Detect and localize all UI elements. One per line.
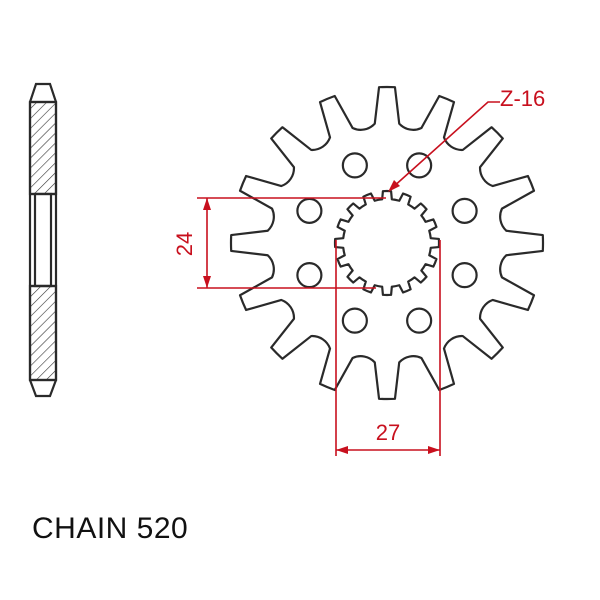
side-profile-hatch-top xyxy=(28,100,58,196)
arrow-down xyxy=(203,276,211,288)
bolt-hole xyxy=(296,197,323,224)
arrow-up xyxy=(203,198,211,210)
bolt-hole xyxy=(296,262,323,289)
dimension-height: 24 xyxy=(172,197,386,289)
spline-bore xyxy=(333,189,441,297)
teeth-count-leader: Z-16 xyxy=(388,86,545,192)
side-profile-hatch-bottom xyxy=(28,284,58,382)
teeth-count-label: Z-16 xyxy=(500,86,545,111)
sprocket-front-view xyxy=(229,85,545,401)
leader-line xyxy=(391,101,500,189)
chain-size-caption: CHAIN 520 xyxy=(32,512,189,545)
dimension-width: 27 xyxy=(335,240,441,456)
leader-arrow xyxy=(388,180,400,192)
dimension-width-label: 27 xyxy=(376,420,400,445)
bolt-hole xyxy=(406,152,433,179)
side-profile-hub xyxy=(33,192,53,288)
bolt-hole xyxy=(341,152,368,179)
bolt-hole xyxy=(451,197,478,224)
bolt-hole xyxy=(341,307,368,334)
side-profile-view xyxy=(28,82,58,398)
arrow-right xyxy=(428,446,440,454)
bolt-hole xyxy=(451,262,478,289)
arrow-left xyxy=(336,446,348,454)
dimension-height-label: 24 xyxy=(172,232,197,256)
bolt-holes xyxy=(296,152,478,334)
bolt-hole xyxy=(406,307,433,334)
